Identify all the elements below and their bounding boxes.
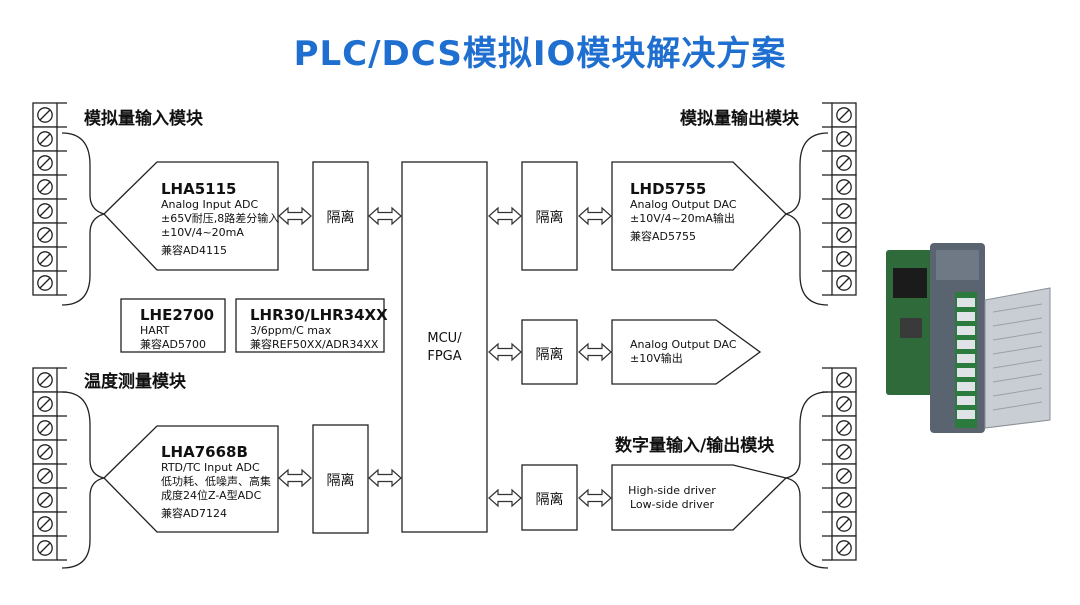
dac2-text: Analog Output DAC ±10V输出 xyxy=(630,338,737,366)
isolation-box-5 xyxy=(521,464,578,531)
lha5115-name: LHA5115 xyxy=(161,180,237,198)
mcu-line1: MCU/ xyxy=(427,331,462,346)
isolation-label-4: 隔离 xyxy=(535,347,564,363)
arrow-4 xyxy=(368,469,402,487)
lhr30-compat: 兼容REF50XX/ADR34XX xyxy=(250,338,379,351)
isolation-box-1 xyxy=(312,161,369,271)
isolation-box-3 xyxy=(521,161,578,271)
lha7668b-block xyxy=(103,425,279,533)
lhe2700-line1: HART xyxy=(140,324,170,337)
lha7668b-line2: 低功耗、低噪声、高集 xyxy=(161,475,271,488)
mcu-fpga-box xyxy=(401,161,488,533)
arrow-8 xyxy=(578,343,612,361)
arrow-6 xyxy=(578,207,612,225)
label-analog-output: 模拟量输出模块 xyxy=(680,109,799,129)
arrow-7 xyxy=(488,343,522,361)
arrow-2 xyxy=(368,207,402,225)
lhe2700-text: LHE2700 HART 兼容AD5700 xyxy=(140,306,214,352)
isolation-label-2: 隔离 xyxy=(326,473,355,489)
lhe2700-compat: 兼容AD5700 xyxy=(140,338,206,351)
driver-text: High-side driver Low-side driver xyxy=(612,484,732,512)
isolation-label-1: 隔离 xyxy=(326,210,355,226)
label-analog-input: 模拟量输入模块 xyxy=(84,109,203,129)
arrow-9 xyxy=(488,489,522,507)
terminal-block-temperature xyxy=(32,367,105,569)
isolation-label-3: 隔离 xyxy=(535,210,564,226)
lhd5755-text: LHD5755 Analog Output DAC ±10V/4~20mA输出 … xyxy=(630,180,737,244)
label-digital-io: 数字量输入/输出模块 xyxy=(615,436,775,456)
lha7668b-line1: RTD/TC Input ADC xyxy=(161,461,260,474)
lhd5755-line1: Analog Output DAC xyxy=(630,198,737,211)
label-temperature: 温度测量模块 xyxy=(84,372,186,392)
arrow-10 xyxy=(578,489,612,507)
page-title: PLC/DCS模拟IO模块解决方案 xyxy=(293,34,787,74)
lha5115-line1: Analog Input ADC xyxy=(161,198,259,211)
lha5115-text: LHA5115 Analog Input ADC ±65V耐压,8路差分输入 ±… xyxy=(161,180,279,258)
arrow-1 xyxy=(278,207,312,225)
driver-block xyxy=(611,464,788,531)
isolation-box-2 xyxy=(312,424,369,534)
lha7668b-compat: 兼容AD7124 xyxy=(161,507,227,520)
dac2-line1: Analog Output DAC xyxy=(630,338,737,351)
driver-line2: Low-side driver xyxy=(629,498,715,511)
terminal-block-digital-io xyxy=(785,367,857,569)
lha7668b-line3: 成度24位Z-A型ADC xyxy=(161,489,262,502)
dac2-line2: ±10V输出 xyxy=(630,352,683,365)
isolation-label-5: 隔离 xyxy=(535,492,564,508)
lhd5755-compat: 兼容AD5755 xyxy=(630,230,696,243)
lhd5755-name: LHD5755 xyxy=(630,180,707,198)
lha7668b-text: LHA7668B RTD/TC Input ADC 低功耗、低噪声、高集 成度2… xyxy=(161,443,271,521)
arrow-3 xyxy=(278,469,312,487)
lhr30-name: LHR30/LHR34XX xyxy=(250,306,388,324)
mcu-fpga-label: MCU/ FPGA xyxy=(402,330,487,366)
lhe2700-box xyxy=(120,298,226,353)
terminal-block-analog-output xyxy=(783,102,857,306)
lhr30-text: LHR30/LHR34XX 3/6ppm/C max 兼容REF50XX/ADR… xyxy=(250,306,388,352)
plc-io-module-photo xyxy=(886,243,1051,433)
isolation-box-4 xyxy=(521,319,578,385)
lha7668b-name: LHA7668B xyxy=(161,443,248,461)
lha5115-compat: 兼容AD4115 xyxy=(161,244,227,257)
lha5115-line2: ±65V耐压,8路差分输入 xyxy=(161,212,280,225)
arrow-5 xyxy=(488,207,522,225)
lhd5755-block xyxy=(611,161,787,271)
dac2-block xyxy=(611,319,762,385)
mcu-line2: FPGA xyxy=(427,349,462,364)
lhd5755-line2: ±10V/4~20mA输出 xyxy=(630,212,735,225)
driver-line1: High-side driver xyxy=(628,484,716,497)
lha5115-line3: ±10V/4~20mA xyxy=(161,226,244,239)
lhr30-box xyxy=(235,298,385,353)
terminal-block-analog-input xyxy=(32,102,107,306)
lhr30-line1: 3/6ppm/C max xyxy=(250,324,332,337)
lhe2700-name: LHE2700 xyxy=(140,306,215,324)
lha5115-block xyxy=(103,161,279,271)
